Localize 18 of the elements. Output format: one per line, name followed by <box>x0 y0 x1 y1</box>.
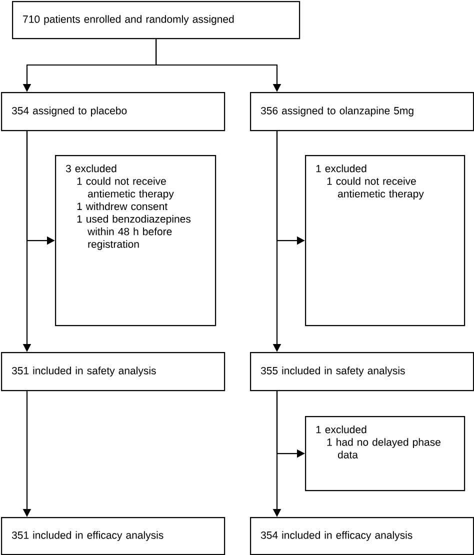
exclusion-reason: 1 had no delayed phase data <box>327 438 440 458</box>
flow-box: 710 patients enrolled and randomly assigned <box>12 1 300 40</box>
exclusion-heading: 1 excluded <box>316 426 366 434</box>
flow-box: 351 included in efficacy analysis <box>1 517 226 555</box>
exclusion-reason: 1 withdrew consent <box>77 202 168 210</box>
flow-box: 354 included in efficacy analysis <box>250 517 474 555</box>
flow-box: 351 included in safety analysis <box>1 352 226 392</box>
flow-box: 355 included in safety analysis <box>250 352 474 392</box>
exclusion-box <box>55 155 216 326</box>
flow-box: 354 assigned to placebo <box>1 92 226 132</box>
exclusion-reason: 1 could not receive antiemetic therapy <box>77 177 174 200</box>
exclusion-reason: 1 could not receive antiemetic therapy <box>327 177 424 200</box>
exclusion-reason: 1 used benzodiazepines within 48 h before registration <box>77 214 191 250</box>
exclusion-box <box>305 416 466 492</box>
flow-box: 356 assigned to olanzapine 5mg <box>250 92 474 132</box>
exclusion-box <box>305 155 466 326</box>
exclusion-heading: 1 excluded <box>316 164 366 172</box>
exclusion-heading: 3 excluded <box>66 164 116 172</box>
